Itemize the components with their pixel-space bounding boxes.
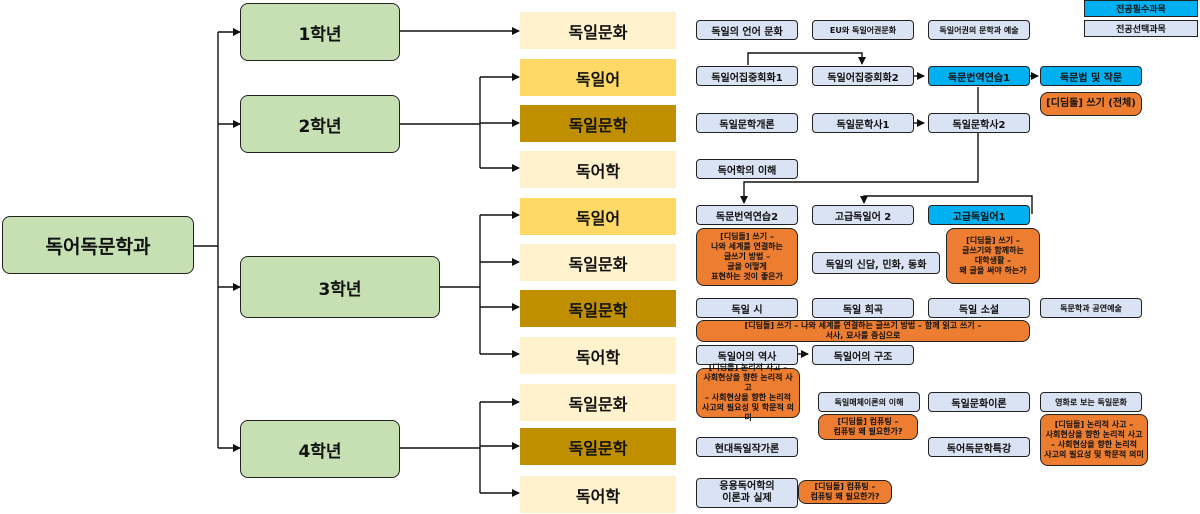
course-german-literature-arts: 독일어권의 문학과 예술 [928, 20, 1030, 40]
digidol-logical-thinking-y3: [디딤돌] 논리적 사고 – 사회현상을 향한 논리적 사고 – 사회현상을 향… [696, 363, 800, 422]
course-german-literary-history-2: 독일문학사2 [928, 113, 1030, 133]
year-4-node: 4학년 [240, 420, 400, 478]
y2-category-linguistics: 독어학 [520, 151, 676, 188]
y1-category-culture: 독일문화 [520, 12, 676, 49]
legend-required: 전공필수과목 [1084, 0, 1198, 17]
course-intro-german-linguistics: 독어학의 이해 [696, 159, 798, 179]
course-applied-german-linguistics: 응용독어학의 이론과 실제 [696, 478, 798, 508]
digidol-writing-college-life: [디딤돌] 쓰기 – 글쓰기와 함께하는 대학생활 – 왜 글을 써야 하는가 [946, 228, 1040, 284]
arrow-adv1-adv2 [860, 195, 1033, 214]
digidol-computing-y4-culture: [디딤돌] 컴퓨팅 – 컴퓨팅 왜 필요한가? [818, 414, 918, 440]
course-eu-german-culture: EU와 독일어권문화 [812, 20, 914, 40]
digidol-writing-all: [디딤돌] 쓰기 (전체) [1040, 92, 1142, 116]
course-grammar-composition: 독문법 및 작문 [1040, 66, 1142, 86]
digidol-logical-thinking-y4: [디딤돌] 논리적 사고 – 사회현상을 향한 논리적 사고 – 사회현상을 향… [1040, 414, 1148, 466]
year-2-node: 2학년 [240, 95, 400, 153]
course-advanced-german-2: 고급독일어 2 [812, 205, 914, 225]
year-3-node: 3학년 [240, 256, 440, 318]
digidol-writing-connect-world: [디딤돌] 쓰기 – 나와 세계를 연결하는 글쓰기 방법 – 글을 어떻게 표… [696, 228, 798, 286]
course-german-drama: 독일 희곡 [812, 298, 914, 318]
department-root: 독어독문학과 [2, 216, 194, 274]
y3-category-literature: 독일문학 [520, 290, 676, 327]
course-translation-practice-2: 독문번역연습2 [696, 205, 798, 225]
y2-category-literature: 독일문학 [520, 105, 676, 142]
course-german-culture-film: 영화로 보는 독일문화 [1040, 392, 1142, 412]
year-1-node: 1학년 [240, 3, 400, 61]
course-intensive-conversation-2: 독일어집중회화2 [812, 66, 914, 86]
legend-elective: 전공선택과목 [1084, 20, 1198, 37]
course-advanced-german-1: 고급독일어1 [928, 205, 1030, 225]
course-structure-german-language: 독일어의 구조 [812, 345, 914, 365]
arrow-trans1-trans2 [740, 87, 979, 204]
y4-category-culture: 독일문화 [520, 384, 676, 421]
course-german-culture-theory: 독일문화이론 [928, 392, 1030, 412]
course-translation-practice-1: 독문번역연습1 [928, 66, 1030, 86]
course-special-topics-german: 독어독문학특강 [928, 437, 1030, 457]
course-german-poetry: 독일 시 [696, 298, 798, 318]
course-german-media-theory: 독일매체이론의 이해 [818, 392, 920, 412]
course-intensive-conversation-1: 독일어집중회화1 [696, 66, 798, 86]
course-history-german-language: 독일어의 역사 [696, 345, 798, 365]
course-german-novel: 독일 소설 [928, 298, 1030, 318]
y2-category-language: 독일어 [520, 59, 676, 96]
y4-category-linguistics: 독어학 [520, 476, 676, 513]
y4-category-literature: 독일문학 [520, 428, 676, 465]
course-german-language-culture: 독일의 언어 문화 [696, 20, 798, 40]
y3-category-culture: 독일문화 [520, 244, 676, 281]
digidol-writing-read-together: [디딤돌] 쓰기 – 나와 세계를 연결하는 글쓰기 방법 – 함께 읽고 쓰기… [696, 320, 1030, 342]
course-literature-performing-arts: 독문학과 공연예술 [1040, 298, 1142, 318]
arrow-conv1-conv2 [747, 52, 866, 65]
course-german-myths-folktales: 독일의 신담, 민화, 동화 [812, 252, 940, 274]
y3-category-linguistics: 독어학 [520, 337, 676, 374]
digidol-computing-y4-linguistics: [디딤돌] 컴퓨팅 – 컴퓨팅 왜 필요한가? [798, 480, 892, 504]
y3-category-language: 독일어 [520, 198, 676, 235]
course-intro-german-literature: 독일문학개론 [696, 113, 798, 133]
course-modern-german-authors: 현대독일작가론 [696, 437, 798, 457]
course-german-literary-history-1: 독일문학사1 [812, 113, 914, 133]
